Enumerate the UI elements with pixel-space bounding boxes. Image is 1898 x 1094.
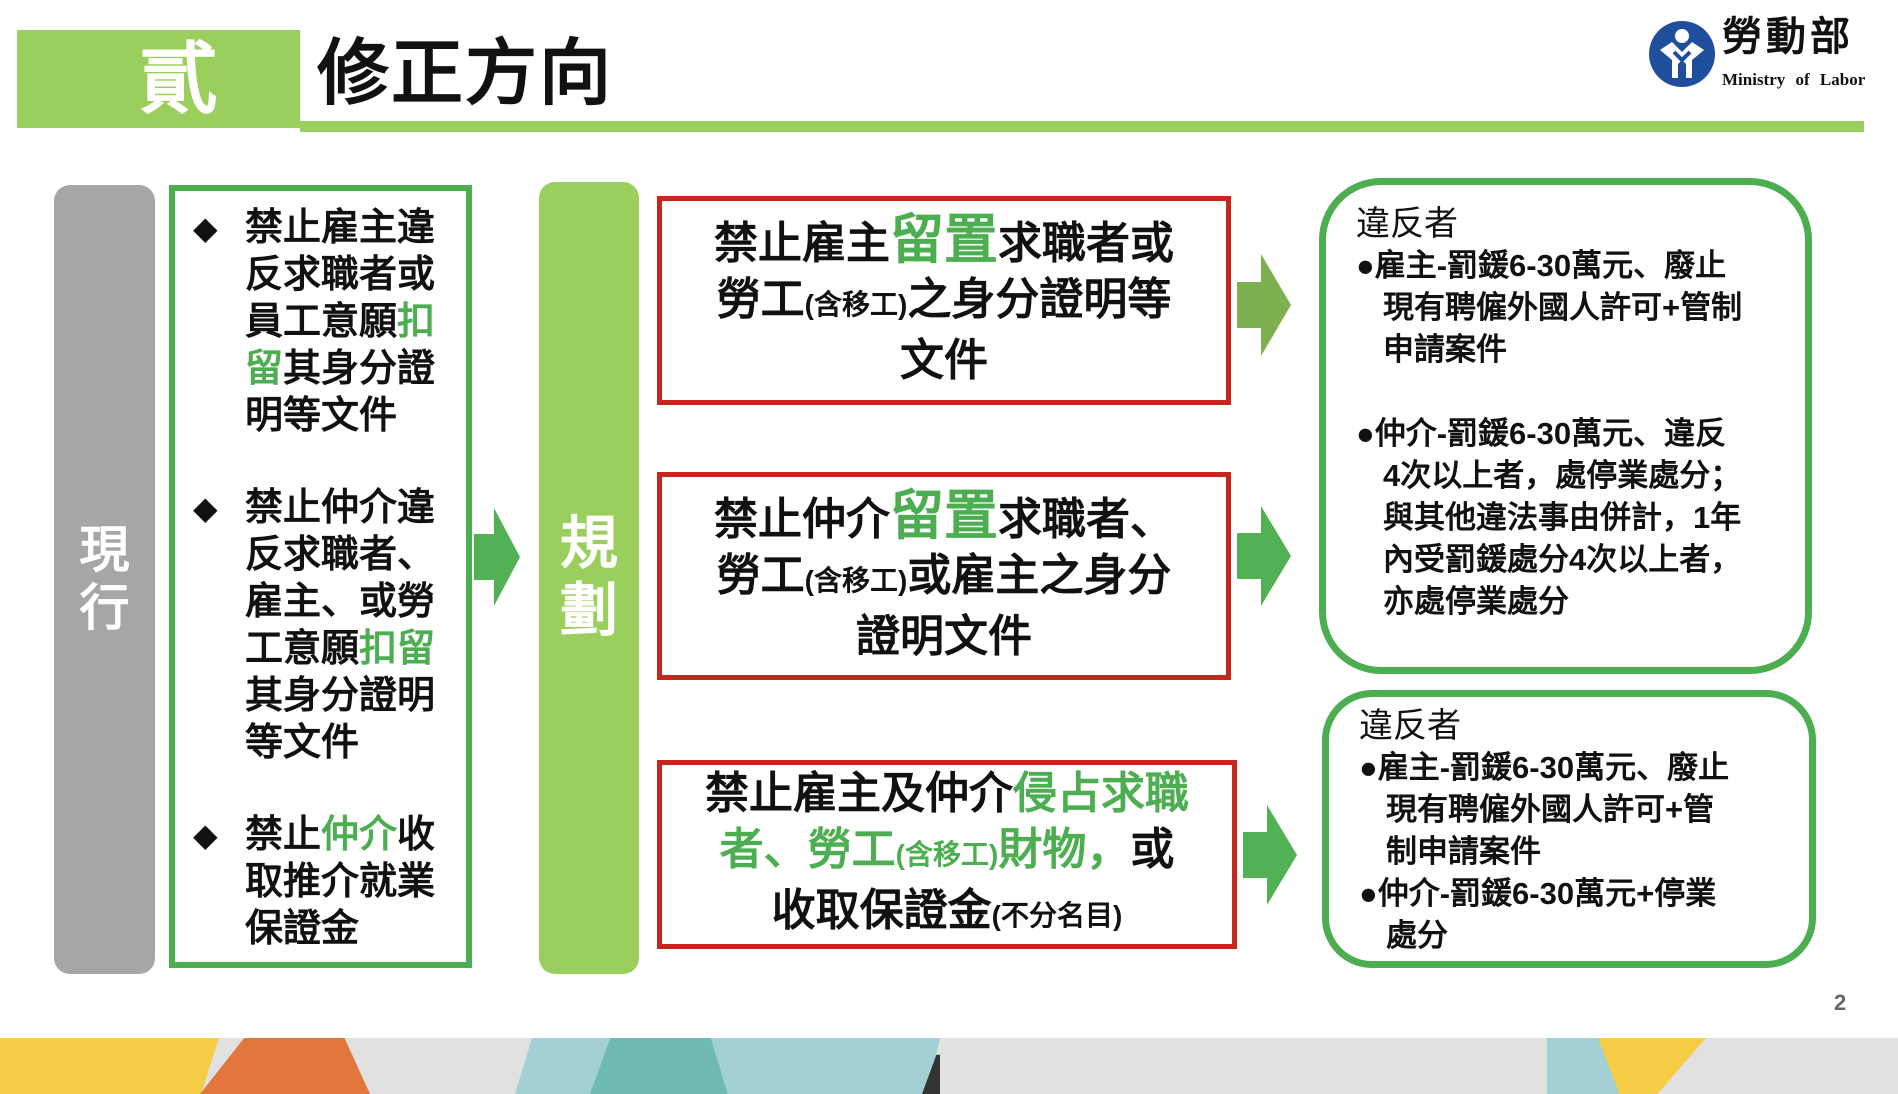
plan-text-segment: 留置 [890, 485, 998, 546]
current-rule-text: 禁止仲介收取推介就業保證金 [245, 812, 443, 953]
rule-text-segment: 收取推介就業保證金 [245, 814, 436, 950]
current-rules-box: ◆禁止雇主違反求職者或員工意願扣留其身分證明等文件◆禁止仲介違反求職者、雇主、或… [169, 185, 472, 968]
plan-item-line: 禁止雇主及仲介侵占求職 [705, 766, 1189, 822]
slide-title: 修正方向 [317, 34, 614, 114]
plan-text-segment: 者、勞工 [719, 824, 896, 874]
rule-text-segment: 禁止仲介違反求職者、雇主、或勞工意願 [245, 487, 436, 670]
plan-item-line: 文件 [900, 333, 988, 389]
section-number-text: 貳 [139, 35, 218, 123]
plan-text-segment: 證明文件 [856, 611, 1032, 661]
rule-text-segment: 禁止雇主違反求職者或員工意願 [245, 207, 436, 343]
plan-item-line: 勞工(含移工)或雇主之身分 [717, 548, 1172, 609]
penalty-line: ●雇主-罰鍰6-30萬元、廢止 [1356, 248, 1727, 283]
plan-item-line: 證明文件 [856, 609, 1032, 665]
logo-english-name: Ministry of Labor [1722, 70, 1866, 89]
penalty-line: 申請案件 [1383, 332, 1507, 367]
plan-text-segment: 或 [1130, 824, 1175, 874]
arrow-right-icon [474, 508, 520, 606]
rule-text-segment: 其身分證明等文件 [245, 348, 436, 437]
plan-text-segment: 禁止雇主 [714, 219, 890, 268]
plan-text-segment: 求職者或 [998, 219, 1174, 268]
plan-label-text: 規劃 [559, 511, 618, 643]
current-rule-item: ◆ 禁止仲介收取推介就業保證金 [193, 812, 456, 953]
arrow-right-icon [1237, 254, 1291, 356]
penalty-heading: 違反者 [1359, 707, 1461, 745]
plan-text-segment: 求職者、 [998, 494, 1174, 544]
logo-name: 勞動部 [1722, 15, 1854, 59]
plan-text-segment: 財物， [998, 824, 1131, 874]
arrow-right-icon [1243, 805, 1297, 905]
penalty-heading: 違反者 [1356, 205, 1458, 243]
rule-text-segment: 禁止 [245, 814, 322, 856]
penalty-line: 制申請案件 [1386, 834, 1541, 869]
spacer [1356, 371, 1805, 413]
arrow-right-icon [1237, 506, 1291, 606]
title-underline [300, 121, 1864, 132]
plan-item-line: 禁止雇主留置求職者或 [714, 212, 1174, 272]
penalty-line: 4次以上者，處停業處分； [1383, 458, 1742, 493]
penalty-line: 處分 [1386, 918, 1448, 953]
diamond-bullet-icon: ◆ [193, 490, 218, 526]
plan-text-segment: 侵占求職 [1013, 768, 1189, 818]
penalty-line: 與其他違法事由併計，1年 [1383, 500, 1742, 535]
plan-label: 規劃 [539, 182, 639, 974]
plan-text-segment: (含移工) [804, 564, 908, 596]
current-rule-item: ◆ 禁止仲介違反求職者、雇主、或勞工意願扣留其身分證明等文件 [193, 485, 456, 767]
plan-text-segment: 或雇主之身分 [907, 550, 1172, 600]
plan-item-2: 禁止仲介留置求職者、勞工(含移工)或雇主之身分證明文件 [657, 472, 1231, 680]
plan-item-line: 者、勞工(含移工)財物，或 [720, 822, 1175, 883]
penalty-line: 現有聘僱外國人許可+管制 [1383, 290, 1743, 325]
diamond-bullet-icon: ◆ [193, 817, 218, 853]
plan-item-line: 禁止仲介留置求職者、 [714, 488, 1174, 548]
rule-text-segment: 扣留 [245, 301, 436, 390]
current-label-text: 現行 [79, 522, 130, 636]
plan-text-segment: 勞工 [716, 275, 805, 324]
rule-text-segment: 其身分證明等文件 [245, 675, 436, 764]
penalty-line: 內受罰鍰處分4次以上者， [1383, 542, 1742, 577]
ministry-emblem-icon [1649, 21, 1715, 87]
footer-decoration [0, 1038, 1898, 1094]
current-rule-item: ◆ 禁止雇主違反求職者或員工意願扣留其身分證明等文件 [193, 205, 456, 440]
penalty-line: 現有聘僱外國人許可+管 [1386, 792, 1715, 827]
penalty-line: 亦處停業處分 [1383, 584, 1569, 619]
penalty-box-2: 違反者 ●雇主-罰鍰6-30萬元、廢止現有聘僱外國人許可+管制申請案件 ●仲介-罰鍰… [1322, 690, 1816, 968]
rule-text-segment: 扣留 [359, 628, 436, 670]
diamond-bullet-icon: ◆ [193, 210, 218, 246]
plan-text-segment: 之身分證明等 [907, 275, 1172, 324]
current-rule-text: 禁止仲介違反求職者、雇主、或勞工意願扣留其身分證明等文件 [245, 485, 443, 767]
plan-text-segment: 禁止仲介 [714, 494, 890, 544]
plan-text-segment: 文件 [900, 336, 988, 385]
ministry-logo: 勞動部 Ministry of Labor [1648, 14, 1893, 98]
rule-text-segment: 仲介 [321, 814, 398, 856]
plan-text-segment: 留置 [890, 210, 998, 270]
current-label: 現行 [54, 185, 155, 974]
plan-item-line: 收取保證金(不分名目) [772, 883, 1123, 944]
plan-item-1: 禁止雇主留置求職者或勞工(含移工)之身分證明等文件 [657, 196, 1231, 405]
plan-text-segment: (含移工) [804, 289, 908, 320]
plan-text-segment: (不分名目) [991, 899, 1123, 931]
section-number: 貳 [17, 30, 300, 128]
penalty-line: ●仲介-罰鍰6-30萬元、違反 [1356, 416, 1727, 451]
plan-text-segment: 勞工 [716, 550, 805, 600]
plan-text-segment: (含移工) [895, 838, 999, 870]
plan-item-3: 禁止雇主及仲介侵占求職者、勞工(含移工)財物，或收取保證金(不分名目) [657, 760, 1237, 949]
page-number: 2 [1834, 990, 1847, 1015]
plan-item-line: 勞工(含移工)之身分證明等 [717, 272, 1172, 333]
plan-text-segment: 收取保證金 [771, 885, 992, 935]
plan-text-segment: 禁止雇主及仲介 [705, 768, 1013, 818]
penalty-line: ●仲介-罰鍰6-30萬元+停業 [1359, 876, 1717, 911]
penalty-line: ●雇主-罰鍰6-30萬元、廢止 [1359, 750, 1730, 785]
current-rule-text: 禁止雇主違反求職者或員工意願扣留其身分證明等文件 [245, 205, 443, 440]
penalty-box-1: 違反者 ●雇主-罰鍰6-30萬元、廢止現有聘僱外國人許可+管制申請案件 ●仲介-罰鍰… [1319, 178, 1812, 674]
